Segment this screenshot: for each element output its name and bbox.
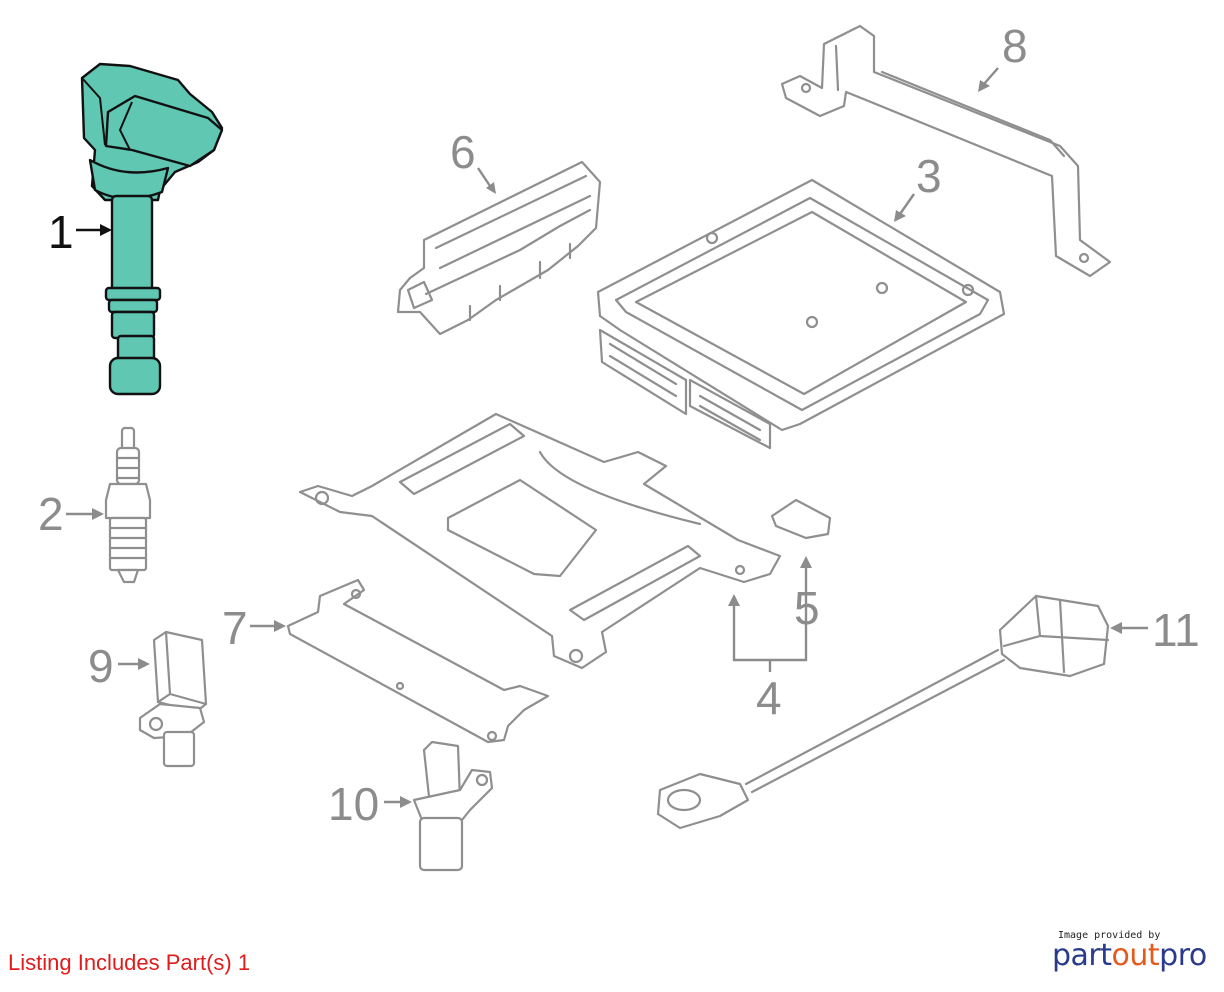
part-9-sensor[interactable] <box>138 630 208 768</box>
callout-4[interactable]: 4 <box>756 672 782 724</box>
callout-9[interactable]: 9 <box>88 640 114 692</box>
callout-5[interactable]: 5 <box>794 582 820 634</box>
callout-2[interactable]: 2 <box>38 488 64 540</box>
image-credit-caption: Image provided by <box>1058 930 1161 941</box>
arrow-4 <box>728 556 812 672</box>
callout-7[interactable]: 7 <box>222 602 248 654</box>
callout-arrows <box>66 67 1148 808</box>
part-2-spark-plug[interactable] <box>104 426 152 584</box>
listing-includes-note: Listing Includes Part(s) 1 <box>8 950 251 975</box>
callout-8[interactable]: 8 <box>1002 20 1028 72</box>
part-11-knock-sensor[interactable] <box>656 594 1110 830</box>
part-10-sensor[interactable] <box>412 740 494 872</box>
part-4-bracket-plate[interactable] <box>298 412 782 670</box>
brand-out: out <box>1111 938 1160 973</box>
arrow-6 <box>477 167 496 194</box>
arrow-9 <box>118 658 150 670</box>
part-1-ignition-coil[interactable] <box>80 62 224 396</box>
arrow-10 <box>384 796 412 808</box>
arrow-11 <box>1110 622 1148 634</box>
callout-6[interactable]: 6 <box>450 126 476 178</box>
brand-part: part <box>1052 938 1112 973</box>
callout-3[interactable]: 3 <box>916 150 942 202</box>
callout-1[interactable]: 1 <box>48 206 74 258</box>
part-3-ecu[interactable] <box>596 178 1006 450</box>
partoutpro-logo: partoutpro <box>1052 938 1207 973</box>
part-8-upper-bracket[interactable] <box>780 24 1112 278</box>
arrow-2 <box>66 508 104 520</box>
callout-labels: 1 2 3 4 5 6 7 8 9 10 11 <box>38 20 1200 830</box>
part-6-connector-housing[interactable] <box>396 160 602 336</box>
part-7-lower-bracket[interactable] <box>286 578 550 744</box>
arrow-7 <box>250 620 286 632</box>
arrow-1 <box>76 224 112 236</box>
callout-10[interactable]: 10 <box>328 778 379 830</box>
callout-11[interactable]: 11 <box>1152 604 1200 656</box>
brand-pro: pro <box>1159 938 1207 973</box>
arrow-8 <box>978 67 999 92</box>
arrow-3 <box>894 193 915 222</box>
part-5-clip[interactable] <box>770 498 832 540</box>
